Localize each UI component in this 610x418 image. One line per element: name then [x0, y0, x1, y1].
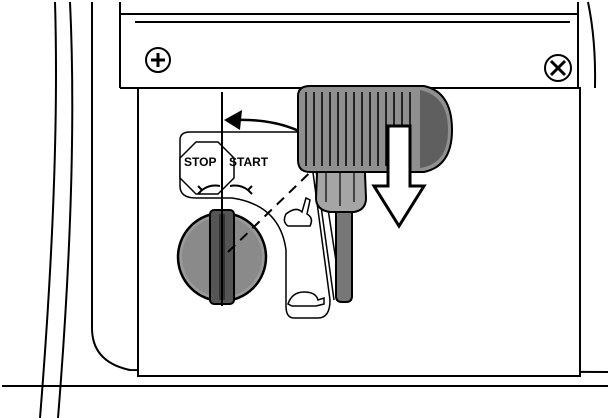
push-down-arrow-icon	[371, 124, 427, 229]
screw-right-icon	[544, 54, 572, 82]
turtle-icon	[287, 291, 325, 307]
rotate-arrows-icon	[197, 184, 253, 195]
screw-left-icon	[145, 47, 171, 73]
rabbit-icon	[283, 196, 313, 227]
stop-label: STOP	[184, 155, 216, 169]
start-label: START	[229, 155, 269, 169]
stop-sign-icon	[179, 141, 235, 195]
curved-arrow-head	[224, 110, 242, 130]
panel-frame	[119, 1, 597, 89]
choke-handle[interactable]	[297, 85, 454, 173]
